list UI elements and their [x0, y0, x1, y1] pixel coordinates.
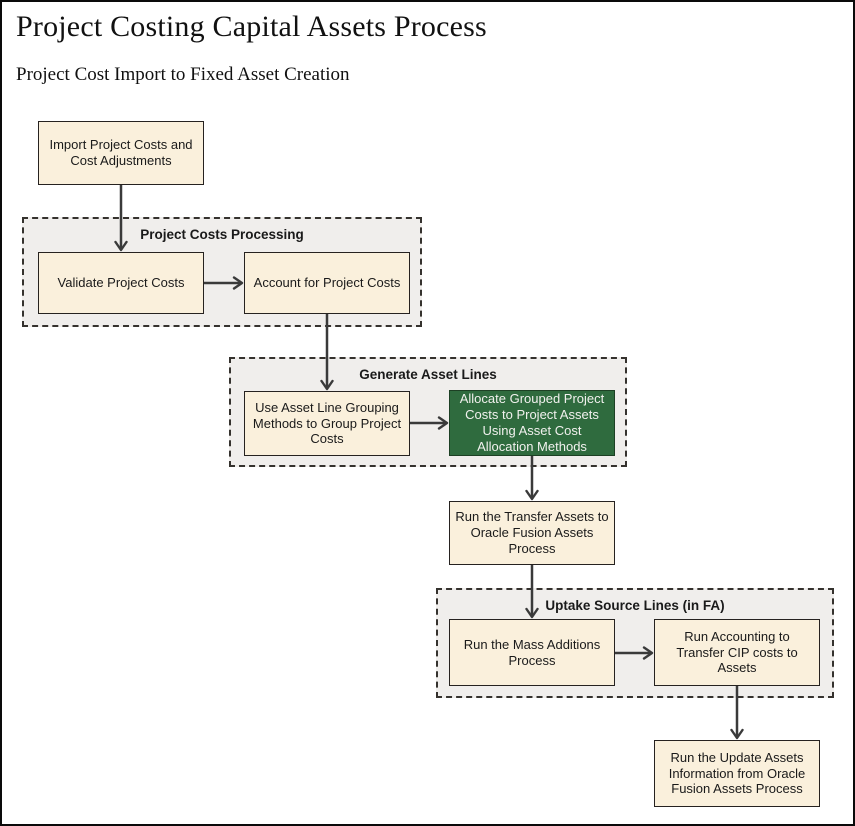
diagram-title: Project Costing Capital Assets Process — [16, 10, 487, 43]
node-account-for-project-costs: Account for Project Costs — [244, 252, 410, 314]
node-validate-project-costs: Validate Project Costs — [38, 252, 204, 314]
node-mass-additions-process: Run the Mass Additions Process — [449, 619, 615, 686]
node-validate-project-costs-label: Validate Project Costs — [57, 275, 185, 291]
node-run-accounting-cip-label: Run Accounting to Transfer CIP costs to … — [676, 628, 798, 676]
group-uptake-source-lines-label: Uptake Source Lines (in FA) — [545, 598, 725, 613]
node-allocate-grouped-costs: Allocate Grouped Project Costs to Projec… — [449, 390, 615, 456]
node-asset-line-grouping-label: Use Asset Line Grouping Methods to Group… — [252, 399, 402, 447]
node-transfer-assets-process-label: Run the Transfer Assets to Oracle Fusion… — [455, 509, 609, 556]
node-run-accounting-cip: Run Accounting to Transfer CIP costs to … — [654, 619, 820, 686]
group-generate-asset-lines-label: Generate Asset Lines — [359, 367, 497, 382]
node-update-assets-information-label: Run the Update Assets Information from O… — [668, 749, 806, 797]
node-asset-line-grouping: Use Asset Line Grouping Methods to Group… — [244, 391, 410, 456]
node-import-project-costs-label: Import Project Costs and Cost Adjustment… — [49, 137, 193, 168]
node-import-project-costs: Import Project Costs and Cost Adjustment… — [38, 121, 204, 185]
node-allocate-grouped-costs-label: Allocate Grouped Project Costs to Projec… — [459, 391, 605, 454]
node-account-for-project-costs-label: Account for Project Costs — [253, 275, 401, 291]
group-project-costs-processing-label: Project Costs Processing — [140, 227, 304, 242]
node-transfer-assets-process: Run the Transfer Assets to Oracle Fusion… — [449, 501, 615, 565]
diagram-subtitle: Project Cost Import to Fixed Asset Creat… — [16, 64, 350, 85]
node-update-assets-information: Run the Update Assets Information from O… — [654, 740, 820, 807]
node-mass-additions-process-label: Run the Mass Additions Process — [463, 636, 601, 668]
